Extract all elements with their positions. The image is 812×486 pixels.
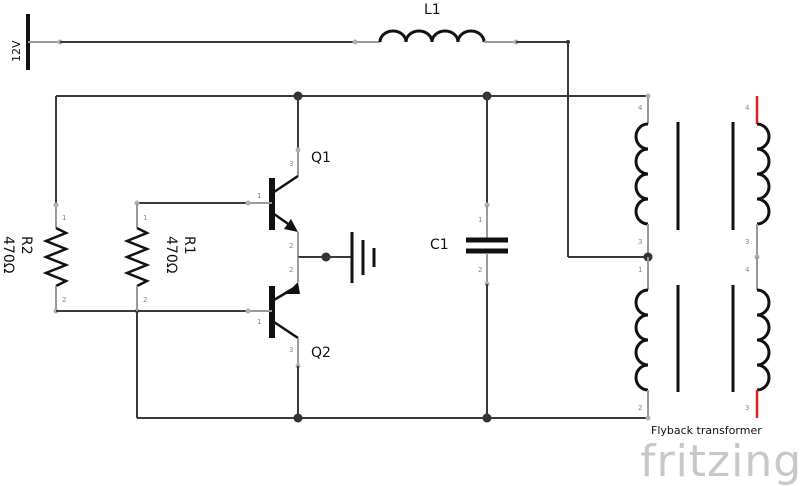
svg-text:3: 3	[745, 404, 749, 412]
svg-text:1: 1	[62, 214, 66, 222]
resistor-r2: 1 2 R2 470Ω	[0, 202, 70, 314]
svg-text:3: 3	[638, 238, 642, 246]
svg-text:4: 4	[745, 266, 750, 274]
svg-text:1: 1	[257, 192, 261, 200]
svg-text:2: 2	[143, 296, 147, 304]
svg-text:1: 1	[638, 266, 642, 274]
inductor-l1: L1	[352, 2, 519, 45]
svg-text:3: 3	[289, 346, 293, 354]
svg-text:2: 2	[62, 296, 66, 304]
inductor-label: L1	[424, 2, 441, 18]
supply-label: 12V	[10, 40, 23, 62]
svg-text:3: 3	[289, 160, 293, 168]
transistor-q1: 3 2 1 Q1	[245, 96, 331, 257]
svg-text:1: 1	[257, 318, 261, 326]
transistor-q2: 2 1 3 Q2	[245, 257, 331, 418]
svg-text:2: 2	[289, 266, 293, 274]
svg-text:2: 2	[478, 266, 482, 274]
q2-label: Q2	[311, 345, 331, 361]
resistor-r1: 1 2 R1 470Ω	[123, 200, 197, 311]
ground-symbol	[298, 232, 376, 283]
svg-text:3: 3	[745, 238, 749, 246]
transformer-label: Flyback transformer	[651, 424, 762, 437]
supply-terminal: 12V	[10, 14, 63, 70]
fritzing-watermark: fritzing	[640, 436, 802, 486]
flyback-transformer: 4 3 1 2 4 3 4 3 Flyback transformer	[634, 93, 771, 437]
r2-value: 470Ω	[0, 236, 16, 274]
svg-text:2: 2	[289, 242, 293, 250]
r1-name: R1	[181, 236, 197, 255]
capacitor-c1: 1 2 C1	[430, 96, 508, 418]
r2-name: R2	[18, 236, 34, 255]
svg-text:4: 4	[745, 104, 750, 112]
svg-text:4: 4	[638, 104, 643, 112]
q1-label: Q1	[311, 150, 331, 166]
c1-label: C1	[430, 237, 449, 253]
svg-text:1: 1	[143, 214, 147, 222]
r1-value: 470Ω	[163, 236, 179, 274]
svg-text:2: 2	[638, 404, 642, 412]
svg-text:1: 1	[478, 216, 482, 224]
